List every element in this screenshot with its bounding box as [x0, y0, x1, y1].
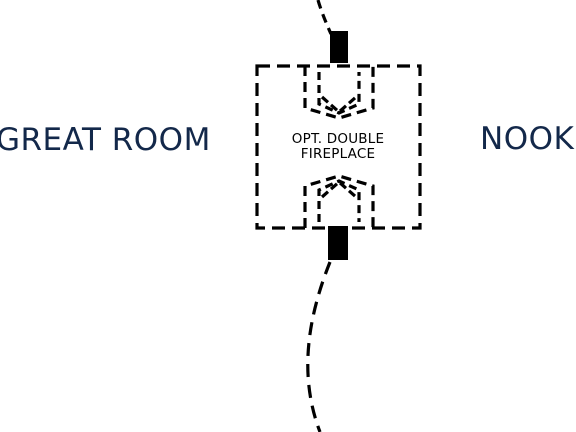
wall-block-top	[330, 31, 348, 63]
door-swing-bottom	[306, 261, 332, 432]
door-swing-top	[316, 0, 333, 35]
room-label-great-room: GREAT ROOM	[0, 122, 211, 158]
fireplace-label-line1: OPT. DOUBLE	[291, 131, 385, 147]
fireplace-unit-bottom	[303, 174, 375, 228]
room-label-nook: NOOK	[480, 121, 575, 157]
wall-block-bottom	[328, 226, 348, 260]
linework	[255, 0, 422, 432]
fireplace-label: OPT. DOUBLE FIREPLACE	[256, 132, 420, 162]
fireplace-label-line2: FIREPLACE	[300, 146, 376, 162]
fireplace-unit-top	[303, 66, 375, 120]
